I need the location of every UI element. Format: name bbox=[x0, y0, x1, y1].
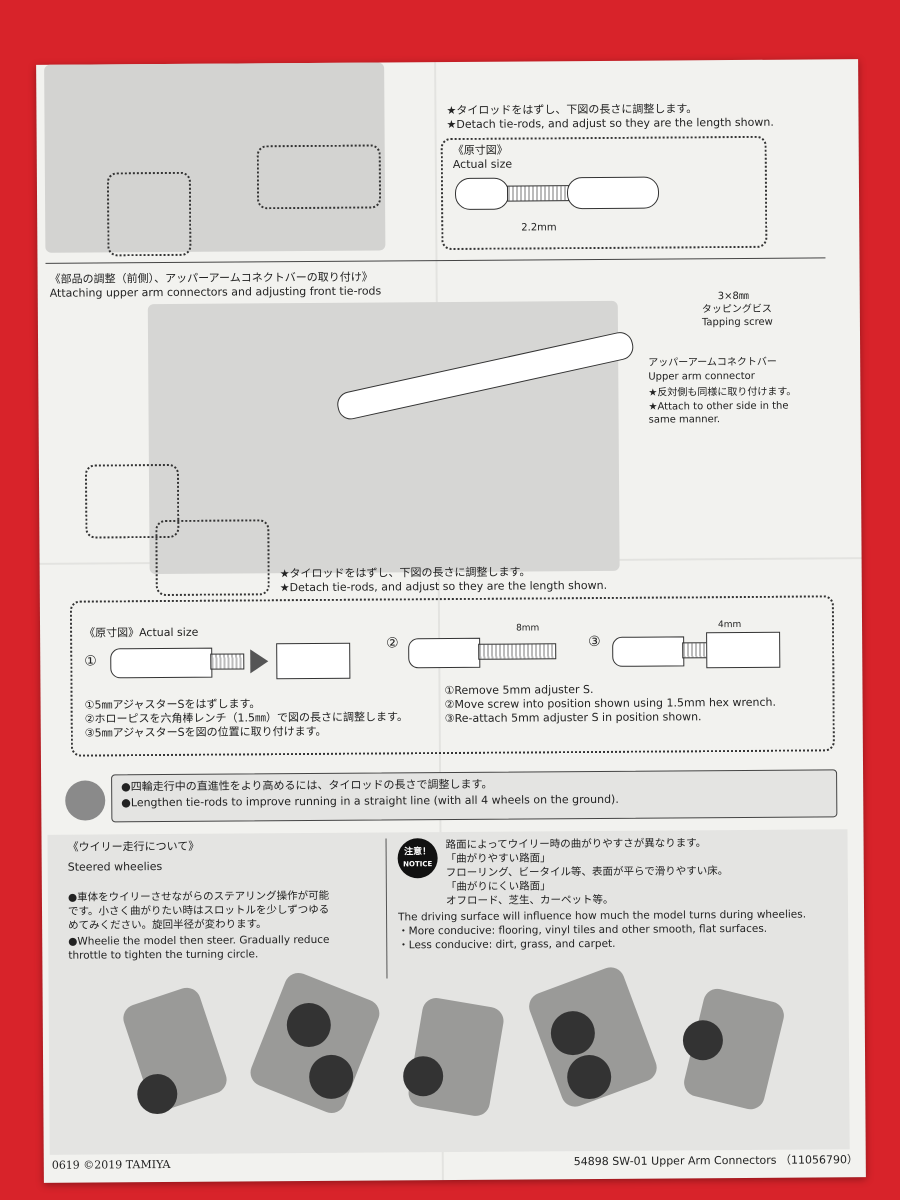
step-1-rod bbox=[110, 647, 213, 679]
actual-en-1: ①Remove 5mm adjuster S. bbox=[444, 683, 594, 698]
actual-jp-2: ②ホローピスを六角棒レンチ（1.5㎜）で図の長さに調整します。 bbox=[84, 710, 408, 726]
top-actual-en: Actual size bbox=[452, 157, 513, 171]
wheelie-jp-3: めてみください。旋回半径が変わります。 bbox=[68, 918, 267, 932]
step-3-rod bbox=[612, 636, 685, 667]
step-3-number: ③ bbox=[588, 633, 601, 651]
wheelie-car-4-wheel-2 bbox=[567, 1054, 612, 1100]
tie-rod-end-right bbox=[566, 176, 660, 210]
tie-rod-end-left bbox=[454, 177, 510, 210]
step-3-adjuster bbox=[706, 631, 781, 669]
footer-left: 0619 ©2019 TAMIYA bbox=[51, 1157, 171, 1172]
detail-circle-top-left bbox=[106, 171, 192, 257]
dim-8mm: 8mm bbox=[516, 623, 540, 634]
top-detach-en: ★Detach tie-rods, and adjust so they are… bbox=[446, 115, 774, 132]
actual-jp-3: ③5㎜アジャスターSを図の位置に取り付けます。 bbox=[84, 724, 327, 740]
notice-badge: 注意！ NOTICE bbox=[397, 838, 438, 879]
other-side-en-2: same manner. bbox=[648, 414, 721, 426]
wheelie-en-2: throttle to tighten the turning circle. bbox=[68, 948, 259, 962]
notice-jp-3: フローリング、ビータイル等、表面が平らで滑りやすい床。 bbox=[445, 865, 729, 880]
detail-circle-left-2 bbox=[155, 519, 270, 597]
wheelie-car-5-wheel bbox=[682, 1020, 724, 1061]
actual-en-2: ②Move screw into position shown using 1.… bbox=[444, 695, 777, 712]
notice-jp-5: オフロード、芝生、カーペット等。 bbox=[445, 893, 614, 908]
step-2-thread bbox=[478, 643, 557, 660]
step-1-number: ① bbox=[84, 653, 97, 670]
tip-bullet-icon bbox=[65, 780, 106, 821]
notice-jp-2: 「曲がりやすい路面」 bbox=[445, 852, 551, 866]
step-1-thread bbox=[210, 653, 245, 670]
connector-jp: アッパーアームコネクトバー bbox=[648, 356, 777, 369]
other-side-jp: ★反対側も同様に取り付けます。 bbox=[648, 386, 797, 399]
actual-en-3: ③Re-attach 5mm adjuster S in position sh… bbox=[444, 710, 702, 726]
screw-en: Tapping screw bbox=[701, 316, 773, 329]
wheelie-car-2-wheel-1 bbox=[286, 1002, 331, 1048]
step-1-adjuster bbox=[276, 642, 351, 680]
step-2-rod bbox=[408, 637, 481, 669]
notice-jp: 注意！ bbox=[404, 847, 432, 858]
dim-2-2mm: 2.2mm bbox=[521, 222, 557, 234]
actual-box-title: 《原寸図》Actual size bbox=[84, 625, 199, 640]
wheelie-car-1-wheel bbox=[137, 1073, 178, 1115]
top-actual-jp: 《原寸図》 bbox=[452, 143, 508, 157]
notice-en: NOTICE bbox=[403, 860, 433, 869]
notice-en-2: ・More conducive: flooring, vinyl tiles a… bbox=[398, 922, 768, 938]
step-3-thread bbox=[682, 642, 709, 659]
notice-jp-1: 路面によってウイリー時の曲がりやすさが異なります。 bbox=[445, 837, 707, 852]
footer-right: 54898 SW-01 Upper Arm Connectors （110567… bbox=[573, 1153, 859, 1169]
notice-jp-4: 「曲がりにくい路面」 bbox=[445, 880, 551, 894]
wheelie-car-3-wheel bbox=[403, 1056, 444, 1097]
section2-detach-en: ★Detach tie-rods, and adjust so they are… bbox=[279, 578, 608, 595]
detail-circle-top-right bbox=[256, 144, 382, 210]
wheelie-car-4-wheel-1 bbox=[550, 1011, 596, 1056]
wheelie-title-jp: 《ウイリー走行について》 bbox=[67, 839, 200, 854]
actual-jp-1: ①5㎜アジャスターSをはずします。 bbox=[84, 697, 261, 712]
section2-title-en: Attaching upper arm connectors and adjus… bbox=[49, 284, 382, 300]
step-2-number: ② bbox=[386, 635, 399, 652]
wheelie-car-2-wheel-2 bbox=[309, 1054, 354, 1100]
instruction-sheet: ★タイロッドをはずし、下図の長さに調整します。 ★Detach tie-rods… bbox=[36, 59, 866, 1183]
notice-en-3: ・Less conducive: dirt, grass, and carpet… bbox=[398, 937, 616, 952]
tie-rod-thread bbox=[506, 185, 570, 202]
wheelie-title-en: Steered wheelies bbox=[67, 860, 163, 874]
wheelie-jp-2: です。小さく曲がりたい時はスロットルを少しずつゆる bbox=[67, 903, 330, 918]
wheelie-en-1: ●Wheelie the model then steer. Gradually… bbox=[68, 933, 330, 948]
tip-jp: ●四輪走行中の直進性をより高めるには、タイロッドの長さで調整します。 bbox=[121, 777, 493, 794]
step-1-arrow-icon bbox=[250, 649, 269, 674]
connector-en: Upper arm connector bbox=[648, 370, 755, 383]
dim-4mm: 4mm bbox=[718, 619, 742, 631]
